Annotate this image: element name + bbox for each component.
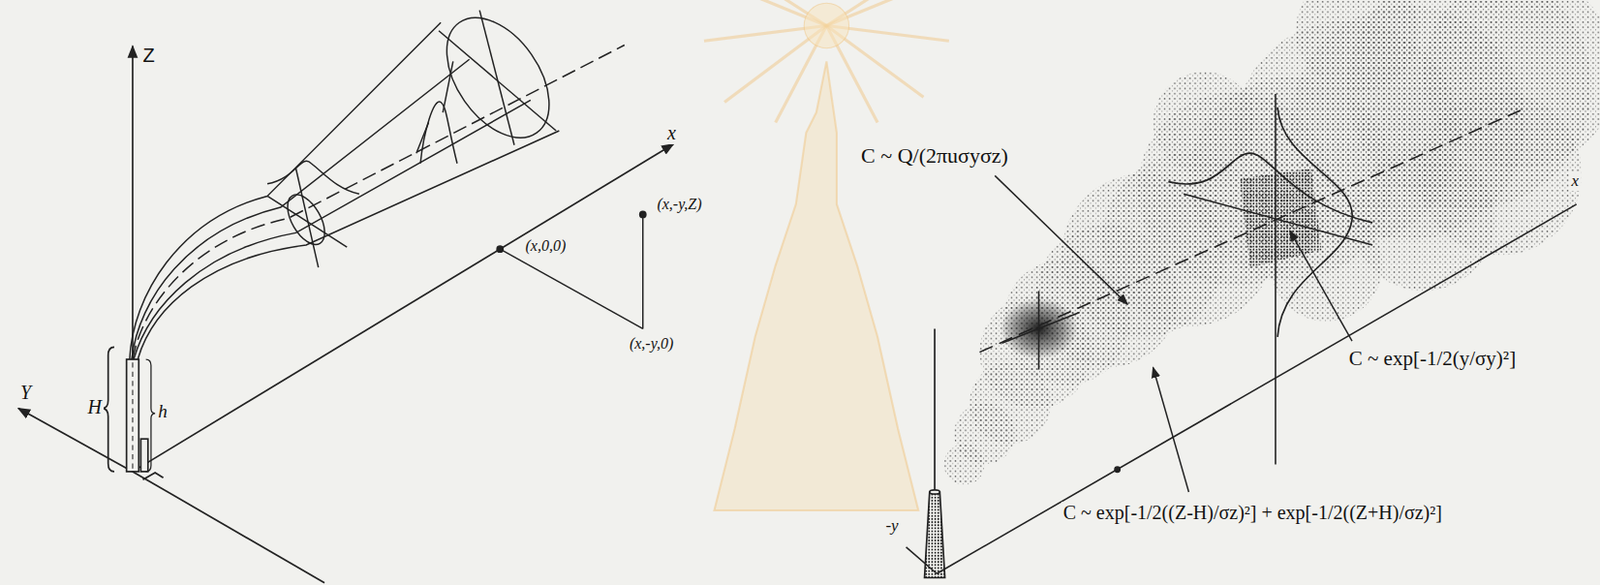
height-label: h <box>155 400 170 423</box>
axis-label: x <box>1569 171 1581 191</box>
point-label: (x,-y,0) <box>627 335 676 353</box>
plume-outline <box>129 0 625 360</box>
point-label: (x,0,0) <box>523 237 568 255</box>
point-markers <box>496 211 647 329</box>
axis-label: Z <box>140 44 156 67</box>
coordinate-axes <box>18 46 674 584</box>
axis-label: x <box>665 122 678 145</box>
formula-label: C ~ exp[-1/2(y/σy)²] <box>1347 346 1518 370</box>
stack-right <box>924 328 946 578</box>
axis-label: -y <box>883 516 900 536</box>
plume-cloud <box>944 0 1600 486</box>
stack <box>101 346 155 472</box>
formula-label: C ~ exp[-1/2((Z-H)/σz)²] + exp[-1/2((Z+H… <box>1061 501 1445 524</box>
axis-label: Y <box>18 381 33 404</box>
formula-label: C ~ Q/(2πuσyσz) <box>859 143 1011 168</box>
leader-lines <box>994 175 1353 493</box>
height-label: H <box>86 396 104 419</box>
watermark-emblem <box>704 0 950 511</box>
point-label: (x,-y,Z) <box>654 195 704 214</box>
gaussian-profiles <box>1168 107 1373 338</box>
